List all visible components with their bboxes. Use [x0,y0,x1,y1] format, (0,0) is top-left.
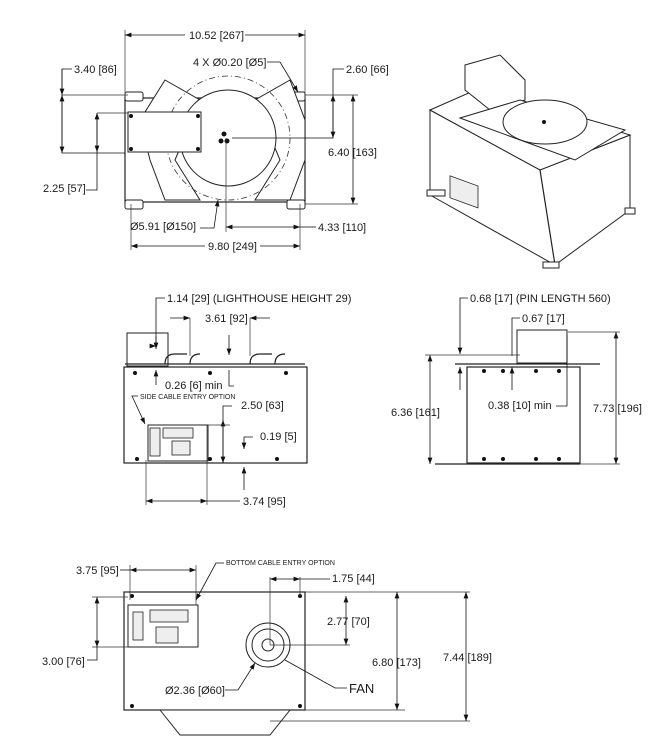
dim-fan-diameter: Ø2.36 [Ø60] [165,685,225,697]
side-view: 1.14 [29] (LIGHTHOUSE HEIGHT 29) 3.61 [9… [123,293,351,508]
dim-mount-holes: 4 X Ø0.20 [Ø5] [193,57,266,69]
dim-disc-diameter: Ø5.91 [Ø150] [130,221,196,233]
dim-fan-offset-y: 2.77 [70] [327,616,370,628]
isometric-view [426,54,636,269]
top-view: 10.52 [267] 4 X Ø0.20 [Ø5] 3.40 [86] 2.6… [43,30,389,253]
dim-hole-spacing: 9.80 [249] [208,241,257,253]
bottom-view: 3.75 [95] BOTTOM CABLE ENTRY OPTION 1.75… [42,560,492,736]
bottom-cable-entry-note: BOTTOM CABLE ENTRY OPTION [226,560,335,567]
end-view: 0.68 [17] (PIN LENGTH 560) 0.67 [17] 6.3… [391,293,642,465]
fan-label: FAN [349,681,374,696]
dim-left-offset: 3.40 [86] [74,64,117,76]
dim-pin-offset: 0.67 [17] [522,313,565,325]
dim-bottom-panel-width: 3.75 [95] [76,565,119,577]
dim-fan-offset-x: 1.75 [44] [332,573,375,585]
electronics-box [127,111,202,153]
dim-total-depth: 7.44 [189] [443,652,492,664]
dim-panel-width: 3.74 [95] [243,496,286,508]
dim-lighthouse: 1.14 [29] (LIGHTHOUSE HEIGHT 29) [167,293,351,305]
dim-box-height: 2.25 [57] [43,183,86,195]
dim-total-height: 7.73 [196] [593,403,642,415]
side-cable-entry-note: SIDE CABLE ENTRY OPTION [140,394,235,401]
dim-bottom-depth: 6.80 [173] [372,657,421,669]
dim-overall-width: 10.52 [267] [189,30,244,42]
dim-clearance: 0.26 [6] min [165,380,222,392]
dim-center-offset: 4.33 [110] [318,222,366,234]
dim-pin: 0.68 [17] (PIN LENGTH 560) [470,293,611,305]
dim-bottom-panel-height: 3.00 [76] [42,656,85,668]
dim-right-offset: 2.60 [66] [346,64,389,76]
dim-body-height: 6.36 [161] [391,407,440,419]
dim-panel-height: 2.50 [63] [241,400,284,412]
dim-foot: 0.19 [5] [260,431,297,443]
dim-depth: 6.40 [163] [328,147,377,159]
dim-span: 3.61 [92] [205,313,248,325]
dim-clearance-end: 0.38 [10] min [488,400,552,412]
